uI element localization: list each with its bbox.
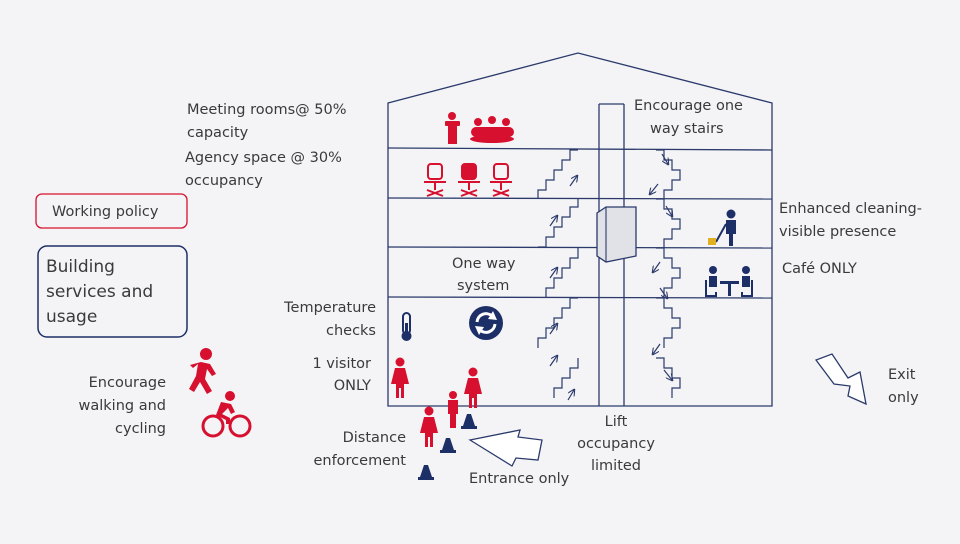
traffic-cone-icon bbox=[440, 438, 456, 453]
one-way-label-1: One way bbox=[452, 256, 516, 272]
lift-label-1: Lift bbox=[605, 414, 628, 430]
working-policy-box bbox=[35, 193, 188, 229]
encourage-walking-label-2: walking and bbox=[79, 398, 166, 414]
building-services-label-3: usage bbox=[46, 307, 97, 327]
cleaner-icon bbox=[708, 209, 736, 246]
person-icon bbox=[391, 357, 409, 398]
stair-direction-arrows bbox=[549, 153, 672, 401]
thermometer-icon bbox=[401, 312, 412, 341]
entrance-label: Entrance only bbox=[469, 471, 570, 487]
encourage-walking-label-1: Encourage bbox=[89, 375, 166, 391]
walking-person-icon bbox=[189, 348, 216, 394]
temperature-label-1: Temperature bbox=[283, 300, 376, 316]
visitor-label-2: ONLY bbox=[334, 378, 371, 394]
person-icon bbox=[420, 406, 438, 447]
building-outline bbox=[387, 52, 773, 407]
office-chair-icon bbox=[490, 163, 512, 197]
enhanced-cleaning-label-1: Enhanced cleaning- bbox=[779, 201, 922, 217]
office-chair-icon bbox=[424, 163, 446, 197]
exit-arrow-icon bbox=[814, 353, 867, 406]
distance-label-2: enforcement bbox=[313, 453, 406, 469]
meeting-table-icon bbox=[470, 116, 514, 143]
cyclist-icon bbox=[201, 391, 252, 438]
exit-label-2: only bbox=[888, 390, 919, 406]
working-policy-label: Working policy bbox=[52, 204, 159, 220]
enhanced-cleaning-label-2: visible presence bbox=[779, 224, 896, 240]
lift-label-3: limited bbox=[591, 458, 641, 474]
lift-label-2: occupancy bbox=[577, 436, 655, 452]
person-icon bbox=[448, 391, 458, 428]
stairs-icon bbox=[656, 149, 681, 398]
temperature-label-2: checks bbox=[326, 323, 376, 339]
cafe-table-icon bbox=[705, 266, 753, 297]
distance-label-1: Distance bbox=[343, 430, 406, 446]
lectern-icon bbox=[445, 112, 460, 144]
agency-space-label-2: occupancy bbox=[185, 173, 263, 189]
encourage-stairs-label-1: Encourage one bbox=[634, 98, 743, 114]
building-services-label-1: Building bbox=[46, 257, 115, 277]
office-chair-icon bbox=[458, 163, 480, 197]
agency-space-label-1: Agency space @ 30% bbox=[185, 150, 342, 166]
visitor-label-1: 1 visitor bbox=[312, 356, 371, 372]
cafe-label: Café ONLY bbox=[782, 261, 857, 277]
meeting-rooms-label-2: capacity bbox=[187, 125, 249, 141]
traffic-cone-icon bbox=[418, 465, 434, 480]
refresh-arrows-icon bbox=[469, 306, 503, 340]
encourage-stairs-label-2: way stairs bbox=[650, 121, 724, 137]
building-services-label-2: services and bbox=[46, 282, 153, 302]
one-way-label-2: system bbox=[457, 278, 509, 294]
traffic-cone-icon bbox=[461, 414, 477, 429]
person-icon bbox=[464, 367, 482, 408]
stairs-icon bbox=[537, 149, 579, 398]
exit-label-1: Exit bbox=[888, 367, 916, 383]
entrance-arrow-icon bbox=[468, 429, 543, 467]
lift-box-icon bbox=[596, 206, 637, 263]
building-services-box bbox=[37, 245, 188, 338]
encourage-walking-label-3: cycling bbox=[115, 421, 166, 437]
meeting-rooms-label-1: Meeting rooms@ 50% bbox=[187, 102, 346, 118]
